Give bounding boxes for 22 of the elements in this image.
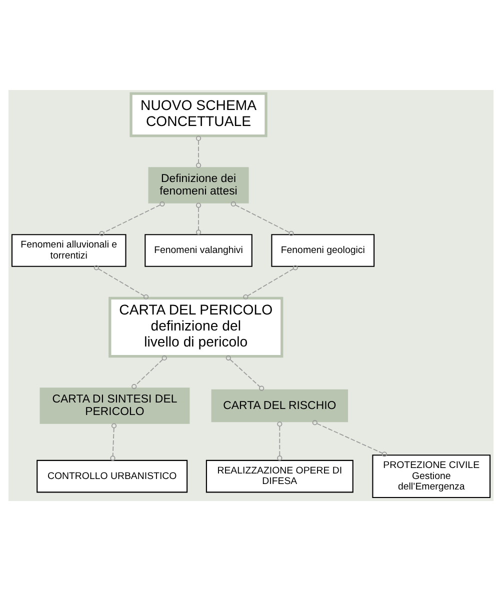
connector	[243, 264, 298, 299]
connector	[94, 264, 149, 299]
node-box: CARTA DEL RISCHIO	[211, 388, 348, 422]
node-box: CARTA DI SINTESI DEL PERICOLO	[40, 387, 190, 424]
node-box: NUOVO SCHEMA CONCETTUALE	[130, 92, 268, 137]
node-box: Fenomeni geologici	[271, 234, 375, 266]
node-box: Definizione dei fenomeni attesi	[148, 166, 249, 203]
connector	[312, 420, 387, 456]
connector	[99, 200, 165, 236]
node-box: CONTROLLO URBANISTICO	[36, 459, 188, 492]
connector	[132, 354, 167, 389]
connector	[277, 420, 282, 460]
connector	[226, 354, 264, 390]
node-box: CARTA DEL PERICOLO definizione del livello di pericolo	[108, 296, 284, 358]
node-box: PROTEZIONE CIVILE Gestione dell’Emergenza	[372, 454, 491, 498]
connector	[110, 422, 117, 460]
node-box: REALIZZAZIONE OPERE DI DIFESA	[206, 459, 354, 492]
connector	[230, 200, 294, 236]
node-box: Fenomeni valanghivi	[144, 234, 252, 266]
connector	[196, 135, 202, 168]
connector	[196, 202, 202, 234]
node-box: Fenomeni alluvionali e torrentizi	[11, 234, 126, 266]
